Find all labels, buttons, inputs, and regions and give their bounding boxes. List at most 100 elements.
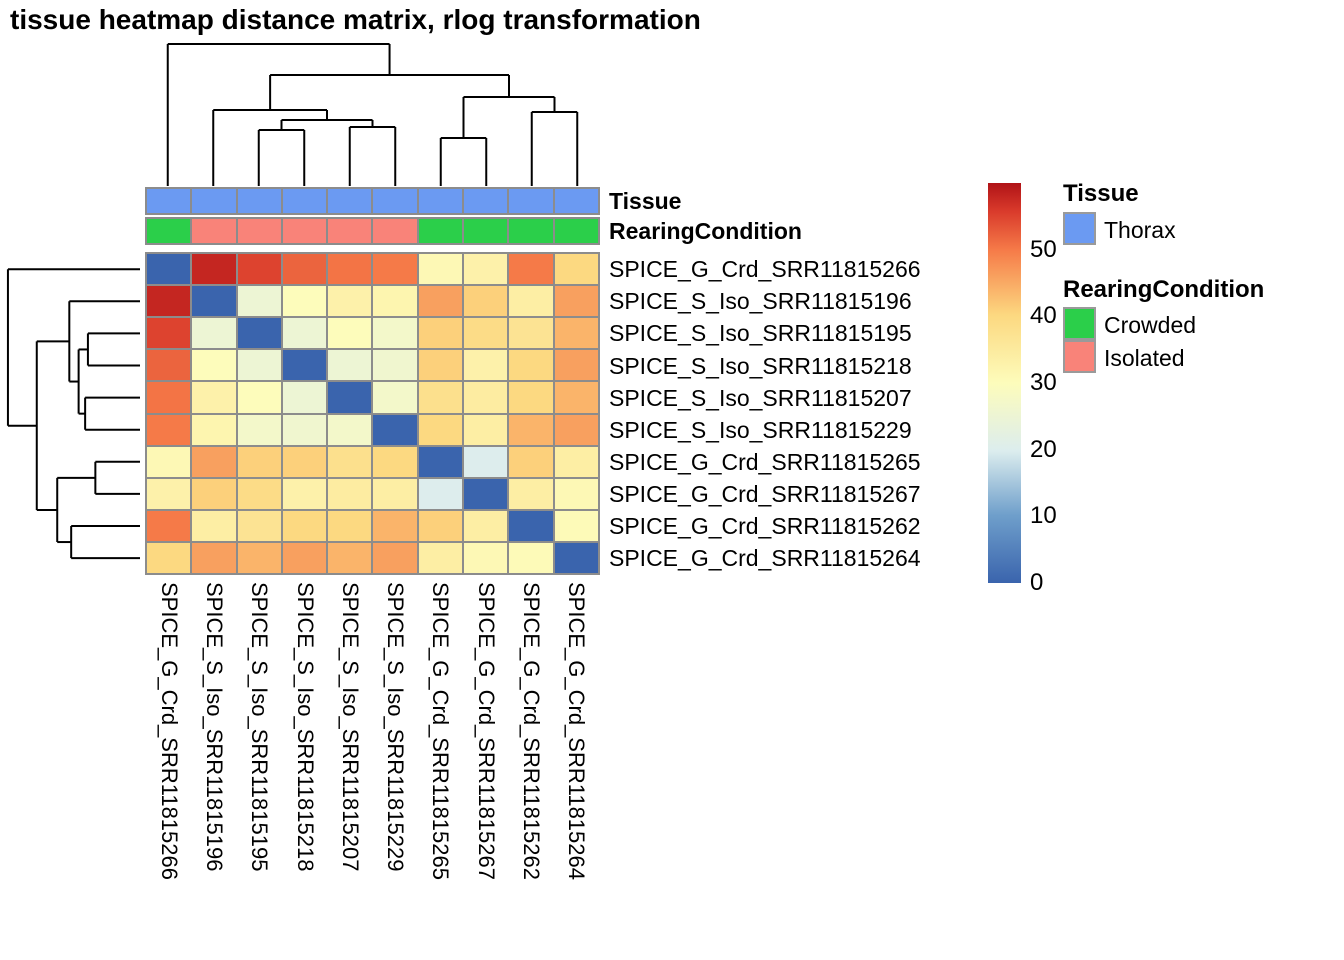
heatmap-cell (147, 318, 191, 349)
color-scale-tick-label: 40 (1030, 302, 1057, 330)
column-label: SPICE_S_Iso_SRR11815207 (337, 582, 363, 872)
tissue-annotation-cell (237, 189, 281, 213)
heatmap-cell (373, 542, 417, 573)
heatmap-cell (554, 382, 598, 413)
heatmap-cell (509, 318, 553, 349)
row-label: SPICE_S_Iso_SRR11815229 (609, 416, 912, 443)
heatmap-cell (237, 382, 281, 413)
heatmap-cell (373, 286, 417, 317)
color-scale-tick-label: 10 (1030, 502, 1057, 530)
distance-matrix-heatmap (145, 252, 600, 575)
tissue-annotation-cell (464, 189, 508, 213)
heatmap-cell (373, 510, 417, 541)
heatmap-cell (373, 350, 417, 381)
heatmap-cell (418, 542, 463, 573)
heatmap-cell (554, 414, 598, 445)
heatmap-cell (554, 478, 598, 509)
heatmap-cell (192, 350, 236, 381)
heatmap-cell (282, 446, 327, 477)
rearing-annotation-cell (418, 219, 463, 243)
tissue-annotation-cell (418, 189, 463, 213)
heatmap-cell (192, 286, 236, 317)
heatmap-cell (554, 318, 598, 349)
row-label: SPICE_G_Crd_SRR11815265 (609, 448, 921, 475)
heatmap-cell (418, 350, 463, 381)
color-scale-tick-label: 30 (1030, 369, 1057, 396)
tissue-legend-header: Tissue (1063, 180, 1139, 207)
heatmap-cell (373, 414, 417, 445)
heatmap-cell (282, 254, 327, 285)
heatmap-cell (328, 318, 372, 349)
tissue-annotation-bar (145, 187, 600, 215)
heatmap-cell (282, 542, 327, 573)
rearing-annotation-cell (509, 219, 553, 243)
column-label: SPICE_G_Crd_SRR11815262 (519, 582, 544, 880)
legend-swatch (1063, 307, 1096, 340)
tissue-annotation-cell (192, 189, 236, 213)
rearing-annotation-cell (328, 219, 372, 243)
heatmap-cell (418, 414, 463, 445)
heatmap-cell (147, 478, 191, 509)
heatmap-cell (373, 254, 417, 285)
column-label: SPICE_S_Iso_SRR11815229 (383, 582, 409, 872)
legend-swatch (1063, 212, 1096, 245)
heatmap-cell (418, 382, 463, 413)
rearing-condition-row-label: RearingCondition (609, 218, 802, 244)
row-label: SPICE_G_Crd_SRR11815262 (609, 513, 921, 539)
column-label: SPICE_S_Iso_SRR11815196 (201, 582, 227, 872)
row-label: SPICE_G_Crd_SRR11815266 (609, 256, 921, 283)
rearing-annotation-cell (464, 219, 508, 243)
heatmap-cell (192, 510, 236, 541)
rearing-annotation-cell (192, 219, 236, 243)
heatmap-cell (328, 446, 372, 477)
heatmap-cell (237, 254, 281, 285)
heatmap-cell (554, 510, 598, 541)
heatmap-cell (509, 414, 553, 445)
column-label: SPICE_G_Crd_SRR11815265 (428, 582, 454, 880)
heatmap-cell (373, 318, 417, 349)
heatmap-cell (418, 446, 463, 477)
legend-swatch (1063, 340, 1096, 373)
row-label: SPICE_S_Iso_SRR11815195 (609, 320, 912, 347)
tissue-annotation-cell (554, 189, 598, 213)
heatmap-cell (282, 510, 327, 541)
legend-item-label: Crowded (1104, 312, 1197, 338)
heatmap-cell (509, 350, 553, 381)
heatmap-cell (464, 286, 508, 317)
tissue-annotation-cell (282, 189, 327, 213)
heatmap-cell (328, 542, 372, 573)
rearing-annotation-cell (554, 219, 598, 243)
heatmap-cell (464, 446, 508, 477)
heatmap-cell (328, 510, 372, 541)
heatmap-cell (192, 414, 236, 445)
heatmap-cell (147, 446, 191, 477)
heatmap-cell (464, 414, 508, 445)
heatmap-cell (418, 286, 463, 317)
heatmap-cell (147, 382, 191, 413)
heatmap-cell (509, 510, 553, 541)
row-label: SPICE_S_Iso_SRR11815196 (609, 288, 912, 315)
rearing-legend-header: RearingCondition (1063, 276, 1265, 303)
heatmap-cell (282, 286, 327, 317)
heatmap-cell (418, 510, 463, 541)
tissue-annotation-cell (147, 189, 191, 213)
heatmap-cell (509, 542, 553, 573)
heatmap-cell (554, 286, 598, 317)
legend-item-label: Isolated (1104, 345, 1185, 371)
heatmap-cell (418, 254, 463, 285)
tissue-annotation-cell (373, 189, 417, 213)
rearing-annotation-cell (373, 219, 417, 243)
row-label: SPICE_S_Iso_SRR11815218 (609, 352, 912, 379)
legend-item-label: Thorax (1104, 217, 1176, 243)
row-dendrogram (6, 268, 140, 560)
heatmap-cell (418, 318, 463, 349)
heatmap-cell (147, 286, 191, 317)
heatmap-cell (192, 542, 236, 573)
heatmap-cell (464, 478, 508, 509)
tissue-annotation-cell (328, 189, 372, 213)
heatmap-cell (192, 478, 236, 509)
column-label: SPICE_S_Iso_SRR11815195 (247, 582, 273, 872)
heatmap-cell (554, 350, 598, 381)
color-scale-tick-label: 20 (1030, 435, 1057, 463)
